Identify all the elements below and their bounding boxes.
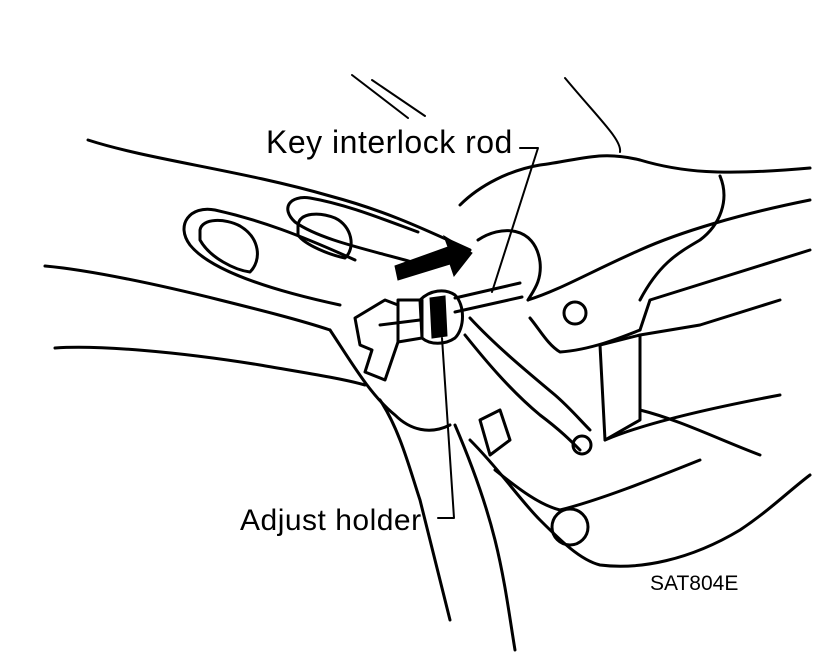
key-interlock-rod-label: Key interlock rod xyxy=(266,124,513,160)
thumb-outline xyxy=(86,138,472,252)
rear-panel-outline xyxy=(638,298,782,337)
adjust-holder-label: Adjust holder xyxy=(240,504,422,537)
lever-mount xyxy=(478,408,512,457)
bracket-outline xyxy=(528,316,642,354)
lever-arm xyxy=(463,333,582,452)
key-interlock-rod xyxy=(453,281,522,300)
rear-panel-outline xyxy=(598,333,642,442)
figure-code: SAT804E xyxy=(650,572,739,595)
rear-panel-outline xyxy=(603,393,782,442)
bracket-hole xyxy=(562,300,588,326)
background-line xyxy=(564,77,622,153)
hand-top-outline xyxy=(638,174,726,302)
finger-outline xyxy=(476,229,542,302)
lever-arm xyxy=(468,316,592,432)
adjust-holder-clip xyxy=(353,298,400,382)
key-interlock-rod xyxy=(453,295,524,314)
wrist-outline xyxy=(378,398,452,622)
rod-leader-line xyxy=(491,147,539,293)
adjust-holder-spring xyxy=(429,295,448,339)
base-plate-hole xyxy=(550,507,590,547)
bracket-outline xyxy=(638,248,812,332)
background-line xyxy=(371,79,426,117)
holder-leader-line xyxy=(437,337,455,519)
adjust-holder-body xyxy=(418,289,464,345)
lever-pivot xyxy=(571,434,593,456)
base-plate-outline xyxy=(468,438,812,568)
palm-outline xyxy=(328,328,452,432)
adjust-holder-shaft xyxy=(378,318,422,327)
index-fingernail xyxy=(198,219,259,274)
background-line xyxy=(351,74,409,119)
bracket-outline xyxy=(526,198,812,302)
base-plate-edge xyxy=(638,408,762,457)
arrow-right-up-icon xyxy=(394,234,473,281)
middle-fingernail xyxy=(296,212,353,260)
wrist-outline xyxy=(453,423,517,652)
middle-finger-outline xyxy=(286,196,420,264)
lower-hand-outline xyxy=(53,345,367,387)
lower-hand-outline xyxy=(43,264,332,332)
hand-top-outline xyxy=(458,154,812,207)
index-finger-outline xyxy=(182,207,357,307)
